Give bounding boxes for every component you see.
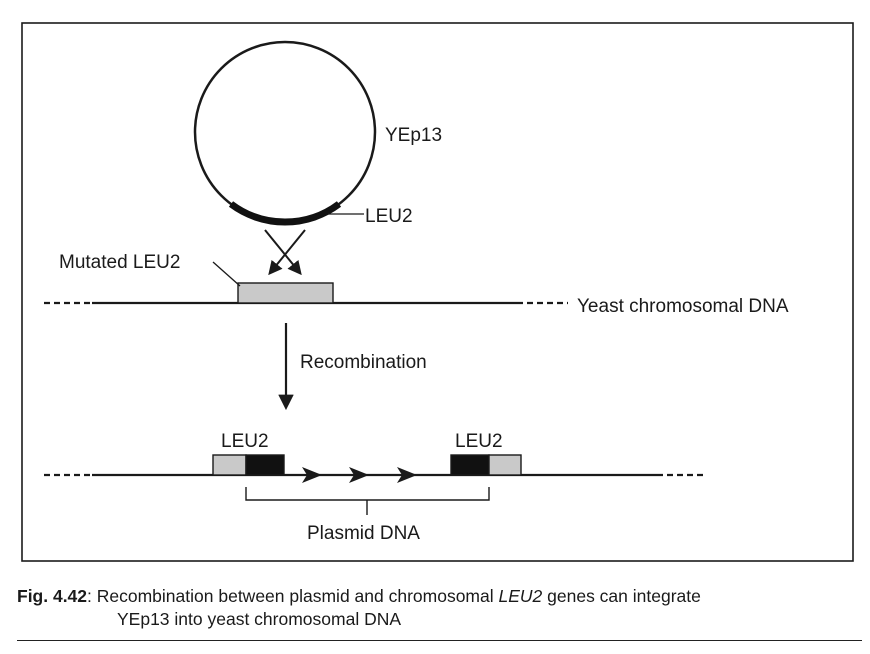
plasmid-name-label: YEp13 [385,125,442,146]
recombination-diagram: YEp13 LEU2 Mutated LEU2 Yeast chromosoma… [21,22,854,562]
figure-caption: Fig. 4.42: Recombination between plasmid… [17,585,862,631]
caption-text-after: genes can integrate [542,586,701,606]
chromosome-label: Yeast chromosomal DNA [577,296,789,317]
plasmid-dna-bracket [245,487,490,515]
direction-arrow-2 [349,467,369,483]
right-leu2-plasmid-half [450,454,490,476]
plasmid-circle [193,40,377,224]
plasmid-leu2-segment [228,201,342,226]
crossover-arrow-right [264,229,302,276]
left-leu2-label: LEU2 [221,431,269,452]
crossover-arrow-left [268,229,306,276]
left-leu2-mutated-half [212,454,247,476]
left-leu2-plasmid-half [245,454,285,476]
plasmid-dna-label: Plasmid DNA [307,523,420,544]
caption-text-before: : Recombination between plasmid and chro… [87,586,499,606]
mutated-leu2-box [237,282,334,304]
caption-gene-italic: LEU2 [498,586,543,606]
right-leu2-mutated-half [488,454,522,476]
plasmid-leu2-label: LEU2 [365,206,413,227]
direction-arrow-3 [397,467,417,483]
direction-arrow-1 [302,467,322,483]
mutated-leu2-leader [212,261,241,287]
mutated-leu2-label: Mutated LEU2 [59,252,180,273]
caption-line-2: YEp13 into yeast chromosomal DNA [117,609,402,629]
recombination-label: Recombination [300,352,427,373]
caption-rule [17,640,862,641]
caption-figure-number: Fig. 4.42 [17,586,88,606]
right-leu2-label: LEU2 [455,431,503,452]
figure-frame [21,22,854,562]
